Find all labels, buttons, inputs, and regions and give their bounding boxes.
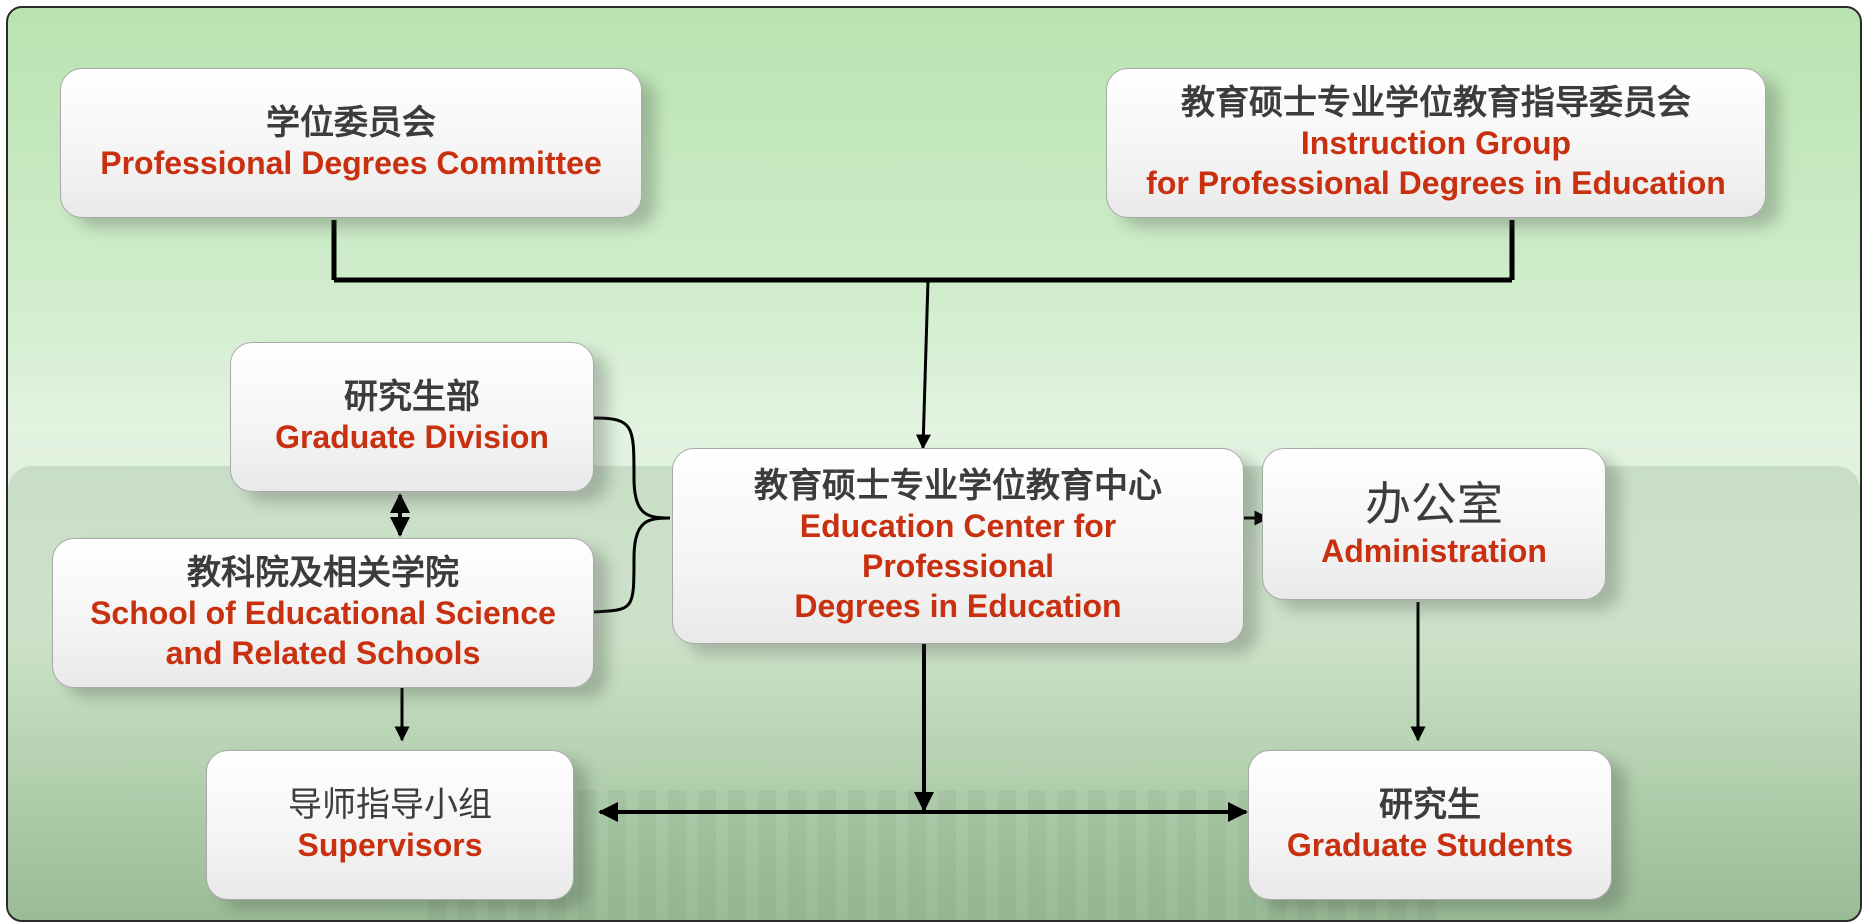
node-students-zh: 研究生: [1379, 785, 1481, 825]
node-school-en-1: School of Educational Science: [90, 595, 556, 631]
arrow-to-center: [915, 279, 931, 450]
node-center-en-3: Degrees in Education: [794, 588, 1122, 624]
node-committee-zh: 学位委员会: [266, 103, 436, 143]
node-committee-en: Professional Degrees Committee: [100, 145, 602, 181]
node-supervisors: 导师指导小组 Supervisors: [206, 750, 574, 900]
node-school-en-2: and Related Schools: [165, 635, 481, 671]
node-students: 研究生 Graduate Students: [1248, 750, 1612, 900]
node-graduate-division-en: Graduate Division: [275, 419, 549, 455]
node-center-en-1: Education Center for: [799, 508, 1117, 544]
node-center-zh: 教育硕士专业学位教育中心: [754, 466, 1162, 506]
node-graduate-division: 研究生部 Graduate Division: [230, 342, 594, 492]
node-office-en: Administration: [1321, 533, 1547, 569]
node-center-en-2: Professional: [861, 548, 1055, 584]
node-center: 教育硕士专业学位教育中心 Education Center for Profes…: [672, 448, 1244, 644]
node-school-zh: 教科院及相关学院: [187, 553, 459, 593]
node-graduate-division-zh: 研究生部: [344, 377, 480, 417]
node-students-en: Graduate Students: [1286, 827, 1574, 863]
brace-to-center: [593, 416, 671, 614]
node-office: 办公室 Administration: [1262, 448, 1606, 600]
node-school: 教科院及相关学院 School of Educational Science a…: [52, 538, 594, 688]
node-instruction-group-zh: 教育硕士专业学位教育指导委员会: [1181, 83, 1691, 123]
node-supervisors-zh: 导师指导小组: [288, 785, 492, 825]
node-office-zh: 办公室: [1365, 477, 1503, 531]
connector-layer: [331, 220, 1515, 822]
node-supervisors-en: Supervisors: [297, 827, 483, 863]
node-instruction-group-en-2: for Professional Degrees in Education: [1146, 165, 1726, 201]
diagram-frame: 学位委员会 Professional Degrees Committee 教育硕…: [6, 6, 1862, 922]
node-instruction-group-en-1: Instruction Group: [1300, 125, 1572, 161]
node-instruction-group: 教育硕士专业学位教育指导委员会 Instruction Group for Pr…: [1106, 68, 1766, 218]
node-committee: 学位委员会 Professional Degrees Committee: [60, 68, 642, 218]
